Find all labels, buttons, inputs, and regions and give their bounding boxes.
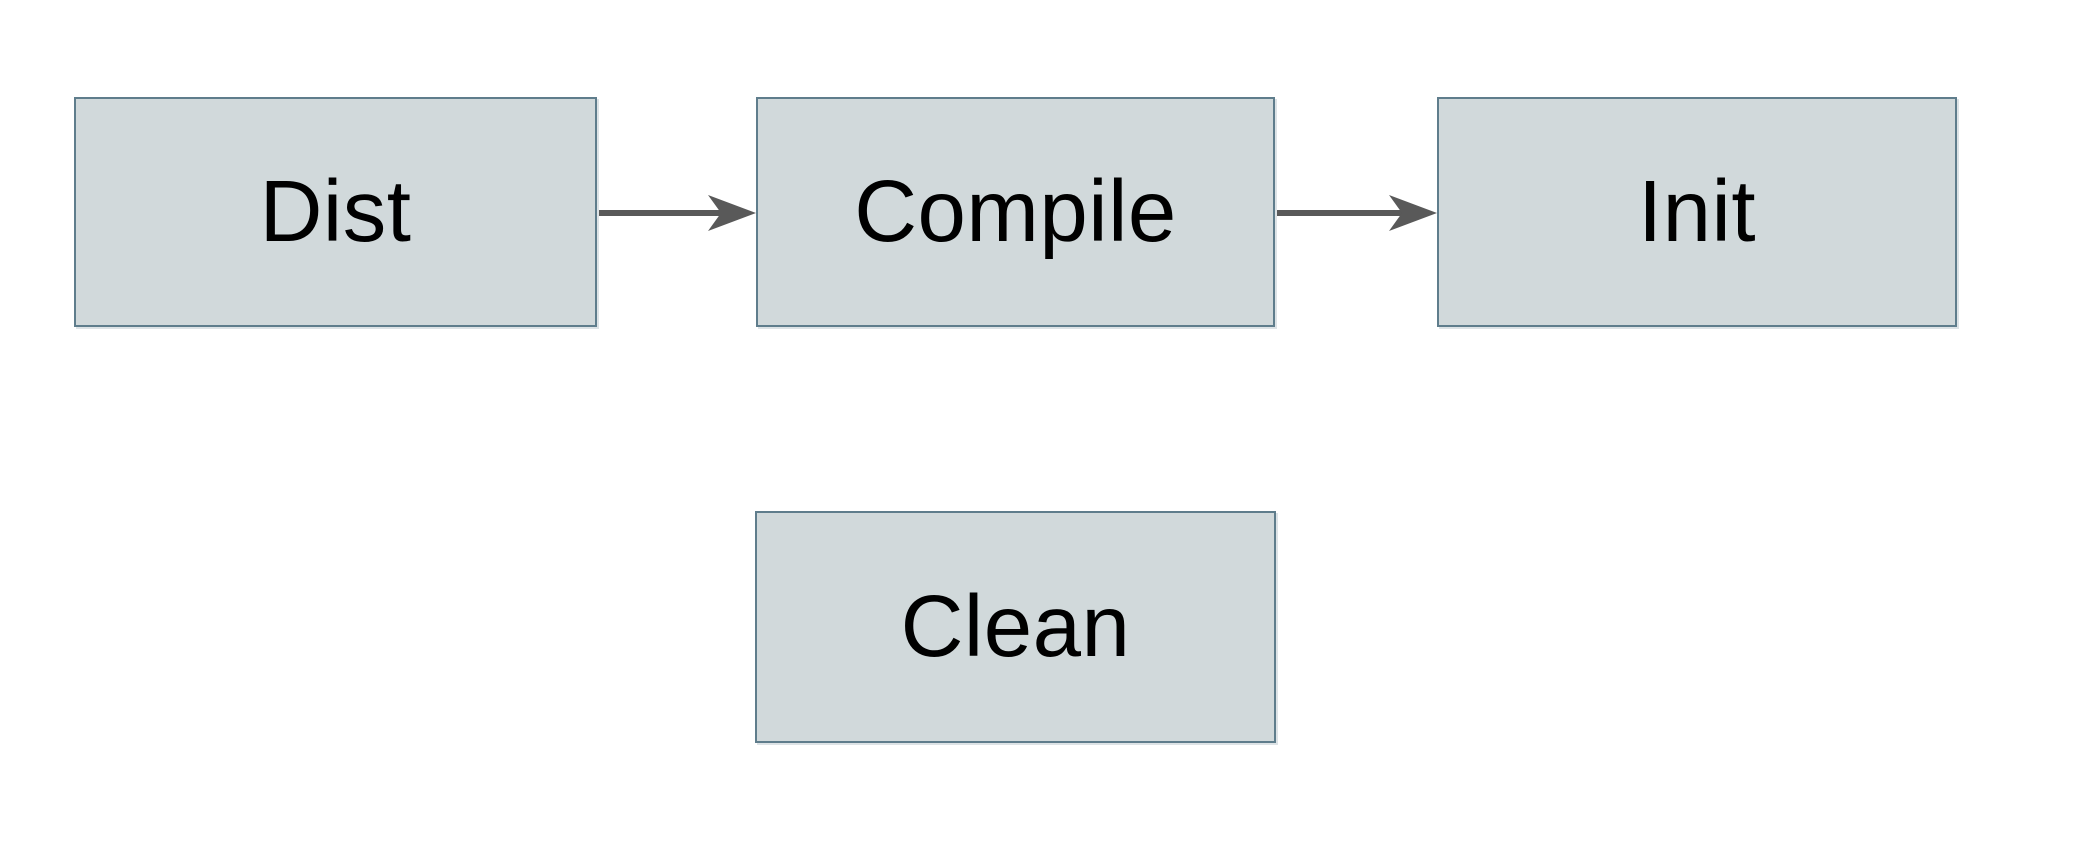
node-dist: Dist	[74, 97, 597, 327]
arrow-compile-to-init	[1277, 195, 1437, 231]
arrow-dist-to-compile	[599, 195, 756, 231]
node-init-label: Init	[1637, 163, 1757, 260]
node-init: Init	[1437, 97, 1957, 327]
node-compile: Compile	[756, 97, 1275, 327]
node-compile-label: Compile	[854, 163, 1177, 260]
node-clean: Clean	[755, 511, 1276, 743]
node-dist-label: Dist	[259, 163, 412, 260]
node-clean-label: Clean	[900, 578, 1131, 675]
